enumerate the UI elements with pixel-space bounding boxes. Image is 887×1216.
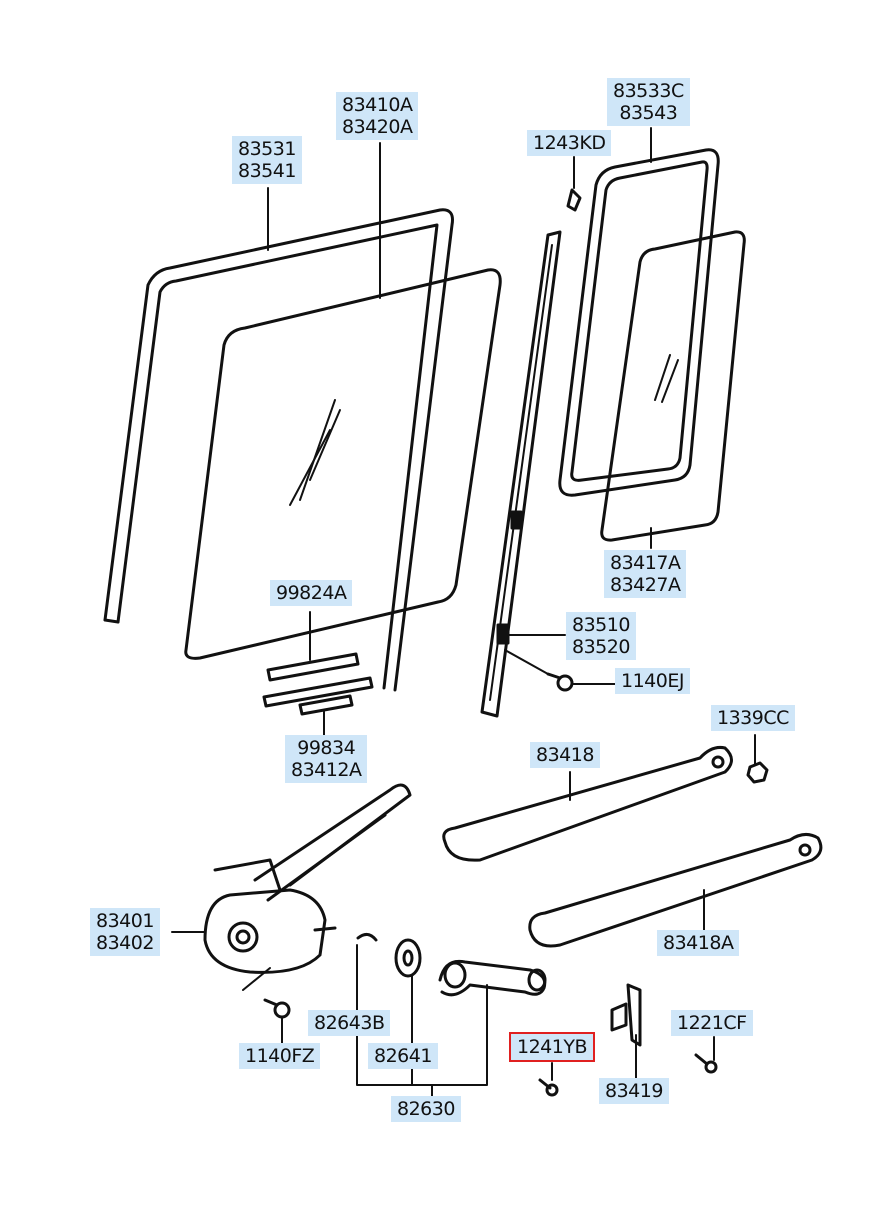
channel-99834[interactable] [262, 676, 374, 716]
arm-83418A[interactable] [528, 833, 823, 948]
washer-82641[interactable] [394, 938, 422, 978]
regulator-83401[interactable] [203, 783, 412, 974]
screw-1241YB[interactable] [538, 1078, 559, 1097]
label-99824A[interactable]: 99824A [270, 580, 353, 606]
label-1243KD[interactable]: 1243KD [527, 130, 612, 156]
center-channel-83510[interactable] [480, 230, 562, 718]
bolt-1140EJ[interactable] [546, 672, 574, 692]
nut-1339CC[interactable] [746, 761, 769, 784]
label-1140EJ[interactable]: 1140EJ [615, 668, 690, 694]
label-82630[interactable]: 82630 [391, 1096, 461, 1122]
screw-1221CF[interactable] [694, 1053, 718, 1074]
run-channel-83531[interactable] [103, 208, 454, 692]
label-83418[interactable]: 83418 [530, 742, 600, 768]
quarter-glass-83417A[interactable] [600, 230, 746, 542]
screw-1243KD[interactable] [566, 188, 582, 212]
label-1221CF[interactable]: 1221CF [671, 1010, 753, 1036]
label-82641[interactable]: 82641 [368, 1043, 438, 1069]
bolt-1140FZ[interactable] [263, 998, 291, 1019]
label-82643B[interactable]: 82643B [308, 1010, 391, 1036]
quarter-weatherstrip-83533C[interactable] [558, 148, 720, 497]
channel-99824A[interactable] [266, 652, 360, 682]
handle-82630[interactable] [438, 959, 547, 997]
label-83418A[interactable]: 83418A [657, 930, 740, 956]
label-1339CC[interactable]: 1339CC [711, 705, 795, 731]
bracket-83419[interactable] [610, 983, 642, 1047]
label-1140FZ[interactable]: 1140FZ [239, 1043, 321, 1069]
arm-83418[interactable] [442, 746, 733, 862]
label-83419[interactable]: 83419 [599, 1078, 669, 1104]
label-1241YB[interactable]: 1241YB [509, 1032, 595, 1062]
clip-82643B[interactable] [356, 933, 378, 942]
door-glass-83410A[interactable] [184, 268, 502, 660]
